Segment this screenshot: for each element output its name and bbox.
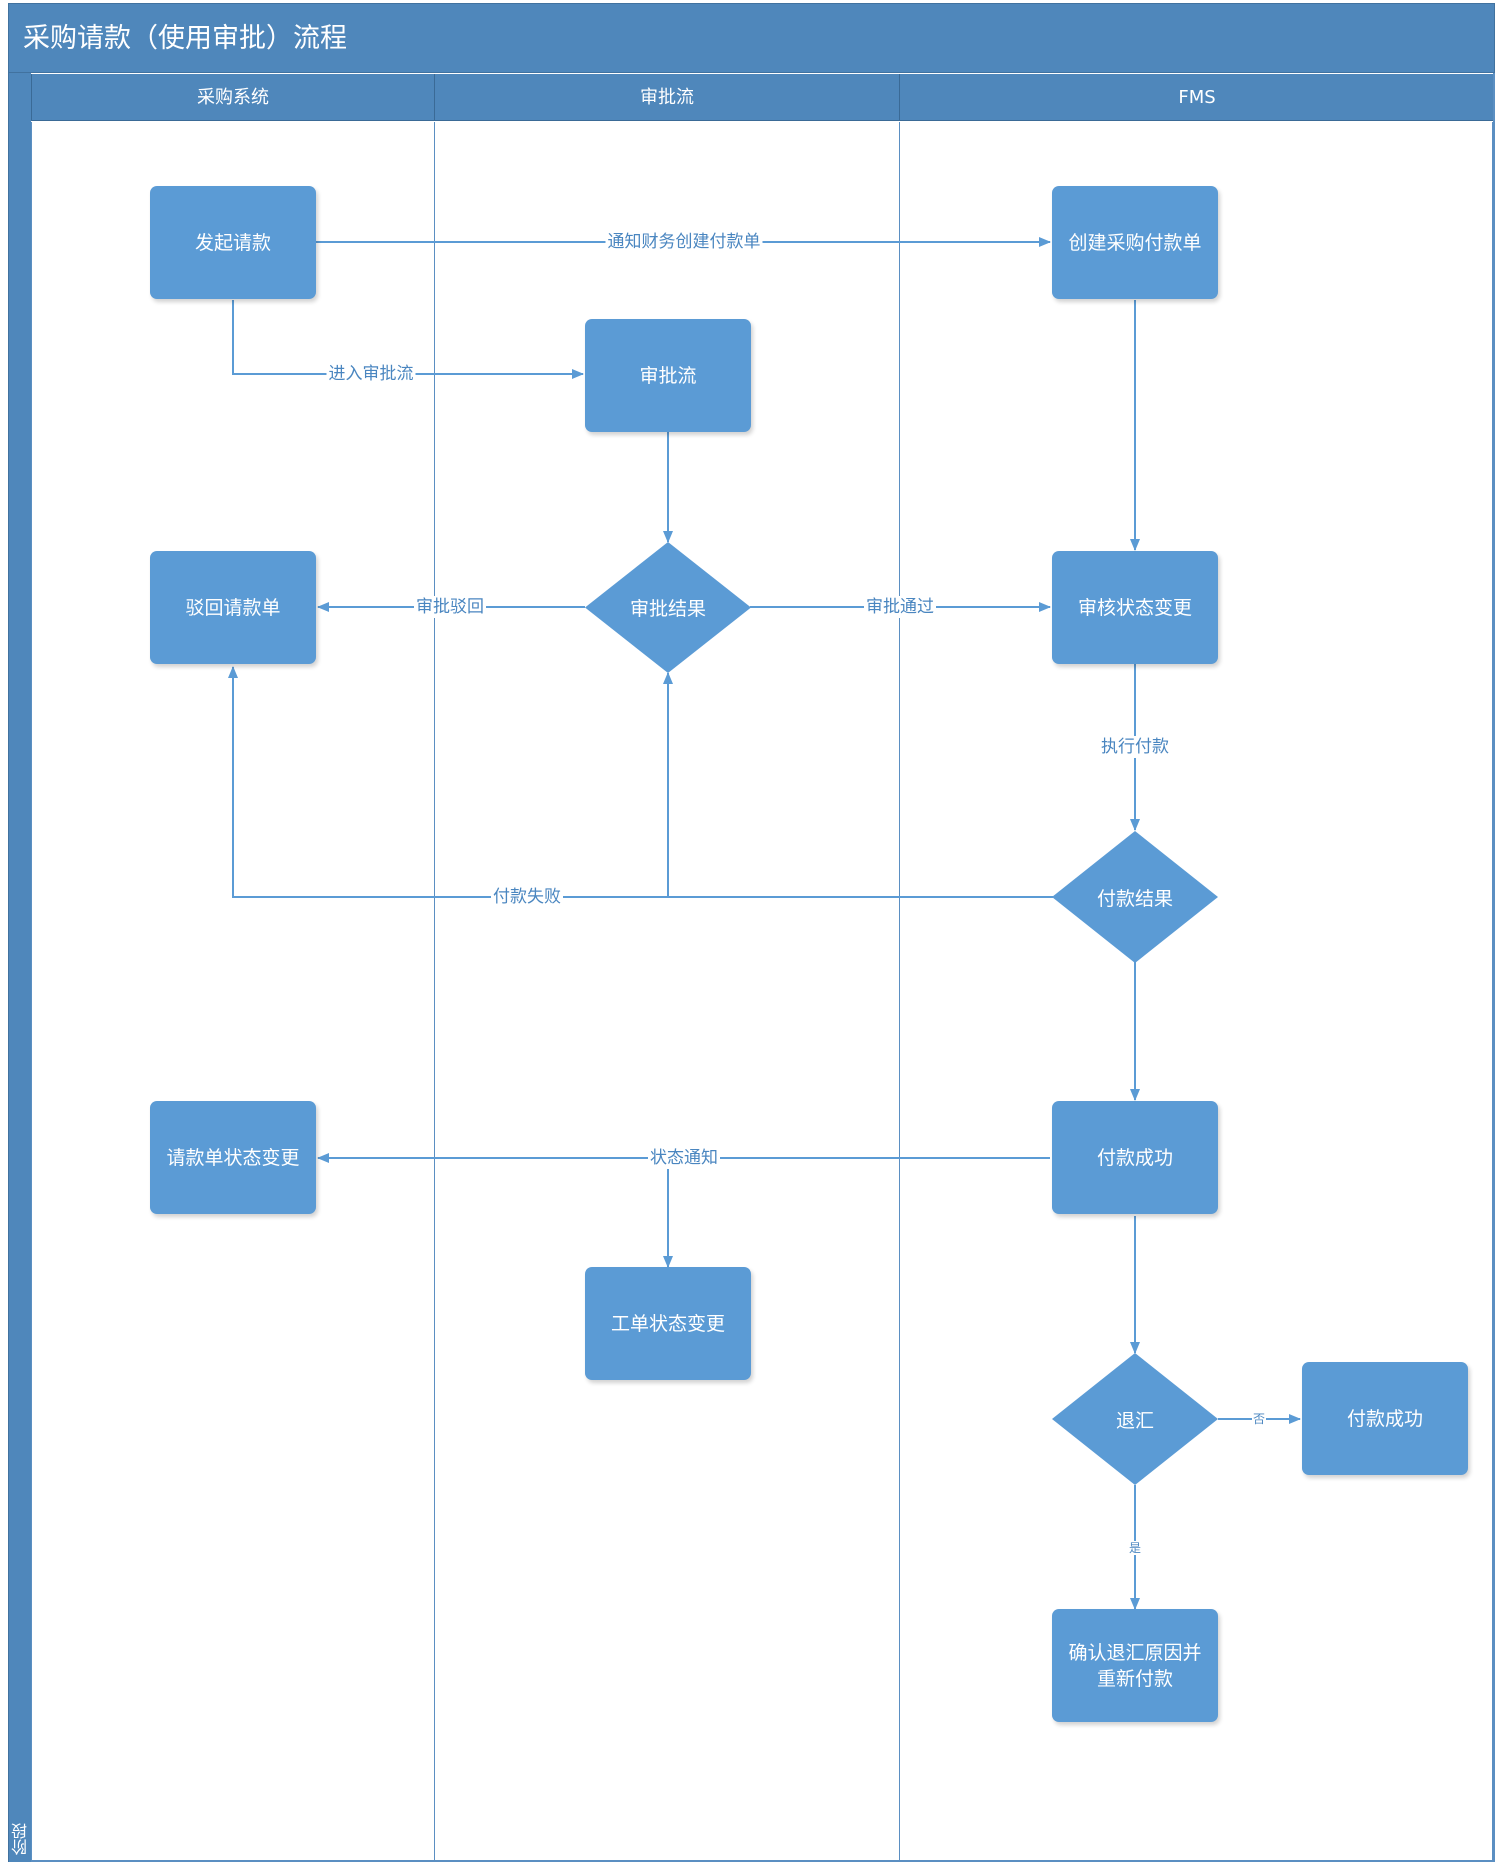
- node-create-payment-order: 创建采购付款单: [1052, 186, 1218, 299]
- edge-label-yes: 是: [1127, 1541, 1143, 1555]
- edge-label-execute-payment: 执行付款: [1099, 736, 1171, 758]
- edge-label-payment-failed: 付款失败: [491, 886, 563, 908]
- node-reject-request-label: 驳回请款单: [185, 596, 281, 619]
- node-initiate-request-label: 发起请款: [194, 231, 271, 254]
- node-reject-request: 驳回请款单: [150, 551, 316, 664]
- decision-diamond-shape: [1052, 1353, 1218, 1485]
- node-request-status-change: 请款单状态变更: [150, 1101, 316, 1214]
- node-confirm-refund: 确认退汇原因并 重新付款: [1052, 1609, 1218, 1722]
- edge-label-status-notice: 状态通知: [648, 1147, 720, 1169]
- node-payment-success-2-label: 付款成功: [1346, 1407, 1423, 1430]
- node-initiate-request: 发起请款: [150, 186, 316, 299]
- node-approval-result: 审批结果: [585, 542, 751, 673]
- lane-header-approval: 审批流: [435, 74, 900, 121]
- node-payment-result: 付款结果: [1052, 831, 1218, 963]
- node-payment-success-2: 付款成功: [1302, 1362, 1468, 1475]
- node-request-status-change-label: 请款单状态变更: [166, 1146, 300, 1169]
- edge-label-no: 否: [1251, 1412, 1267, 1426]
- node-refund: 退汇: [1052, 1353, 1218, 1485]
- edge-label-approval-rejected: 审批驳回: [414, 596, 486, 618]
- node-approval-result-label: 审批结果: [629, 598, 706, 620]
- lane-fms: [900, 122, 1493, 1862]
- lane-header-procurement: 采购系统: [31, 74, 435, 121]
- node-payment-success-label: 付款成功: [1096, 1146, 1173, 1169]
- node-confirm-refund-label-line1: 确认退汇原因并: [1068, 1641, 1202, 1664]
- node-create-payment-order-label: 创建采购付款单: [1068, 231, 1202, 254]
- phase-sidebar: [8, 73, 31, 1862]
- lane-header-fms: FMS: [900, 74, 1495, 121]
- edge-label-enter-approval: 进入审批流: [326, 363, 416, 385]
- node-ticket-status-change: 工单状态变更: [585, 1267, 751, 1380]
- edge-label-approval-passed: 审批通过: [864, 596, 936, 618]
- node-confirm-refund-label-line2: 重新付款: [1096, 1667, 1173, 1690]
- lane-bottom-border: [31, 1860, 1495, 1862]
- decision-diamond-shape: [585, 542, 751, 673]
- node-approval-flow-label: 审批流: [639, 364, 697, 387]
- lane-right-border: [1493, 73, 1495, 1862]
- node-audit-status-change-label: 审核状态变更: [1077, 596, 1192, 619]
- edge-payment-failed-to-reject: [228, 666, 1053, 898]
- diagram-title: 采购请款（使用审批）流程: [23, 23, 347, 54]
- node-payment-success: 付款成功: [1052, 1101, 1218, 1214]
- node-refund-label: 退汇: [1115, 1409, 1154, 1432]
- decision-diamond-shape: [1052, 831, 1218, 963]
- node-payment-result-label: 付款结果: [1096, 887, 1173, 910]
- diagram-title-bar: 采购请款（使用审批）流程: [8, 3, 1495, 73]
- lane-procurement: [31, 122, 435, 1862]
- edge-initiate-to-approval: [232, 300, 584, 379]
- node-audit-status-change: 审核状态变更: [1052, 551, 1218, 664]
- node-ticket-status-change-label: 工单状态变更: [610, 1312, 725, 1335]
- edge-label-notify-finance: 通知财务创建付款单: [605, 231, 763, 253]
- node-approval-flow: 审批流: [585, 319, 751, 432]
